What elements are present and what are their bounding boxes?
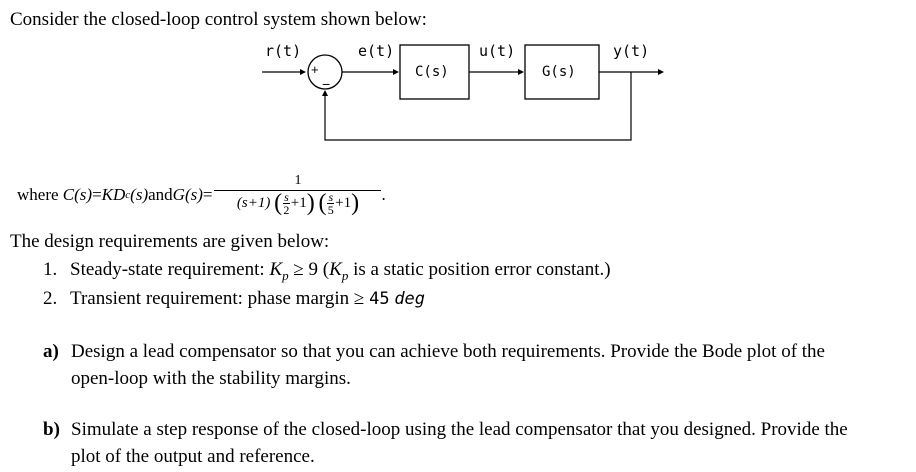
requirement-2: 2. Transient requirement: phase margin ≥… [43,288,425,310]
c-eq: = [92,185,102,204]
requirement-1: 1. Steady-state requirement: Kp ≥ 9 (Kp … [43,259,611,284]
task-b-label: b) [43,419,60,440]
kp-subscript: p [282,267,289,283]
definition-period: . [381,185,386,204]
task-a-line-2: open-loop with the stability margins. [71,368,351,389]
den-plus-2: +1 [335,194,352,211]
signal-r-label: r(t) [265,42,302,60]
kp-symbol-2: K [329,259,342,280]
requirement-1-lead: Steady-state requirement: [70,259,270,280]
phase-margin-unit: deg [394,289,426,309]
g-eq: = [202,185,213,204]
signal-y-label: y(t) [613,42,650,60]
diagram-lines [262,44,664,141]
task-b-line-2: plot of the output and reference. [71,446,315,467]
tf-numerator: 1 [214,173,382,191]
requirement-1-tail: is a static position error constant.) [348,259,611,280]
feedback-path [324,72,632,141]
feedback-arrowhead [322,90,328,96]
controller-label: C(s) [415,64,449,80]
task-a: a) Design a lead compensator so that you… [43,341,825,389]
kp-symbol: K [269,259,283,280]
and-word: and [148,185,173,204]
task-a-line-1: Design a lead compensator so that you ca… [71,341,825,362]
controller-block [399,44,470,100]
where-word: where [17,185,59,204]
requirement-2-lead: Transient requirement: phase margin ≥ [70,288,370,309]
plant-block [524,44,600,100]
requirement-1-number: 1. [43,259,58,280]
requirement-1-relation: ≥ 9 ( [288,259,330,280]
kp-subscript-2: p [341,267,349,283]
task-b: b) Simulate a step response of the close… [43,419,848,467]
den-plus-1: +1 [290,194,307,211]
phase-margin-value: 45 [369,289,390,309]
requirements-heading: The design requirements are given below: [10,231,330,252]
summing-minus-sign: − [322,76,331,92]
signal-e-label: e(t) [358,42,395,60]
c-definition-tail: (s) [130,185,149,204]
input-arrowhead [300,69,306,75]
signal-u-label: u(t) [479,42,516,60]
g-definition: G(s) [172,185,203,204]
den-first-term: (s+1) [236,194,271,211]
output-arrowhead [658,69,664,75]
c-definition-left: C(s) [62,185,93,204]
requirement-2-number: 2. [43,288,58,309]
error-arrowhead [393,69,399,75]
summing-plus-sign: + [311,62,319,77]
intro-text: Consider the closed-loop control system … [10,9,427,30]
control-arrowhead [518,69,524,75]
task-a-label: a) [43,341,59,362]
c-definition-right: KD [101,185,126,204]
plant-label: G(s) [542,64,576,80]
task-b-line-1: Simulate a step response of the closed-l… [71,419,848,440]
c-subscript: c [125,189,131,201]
